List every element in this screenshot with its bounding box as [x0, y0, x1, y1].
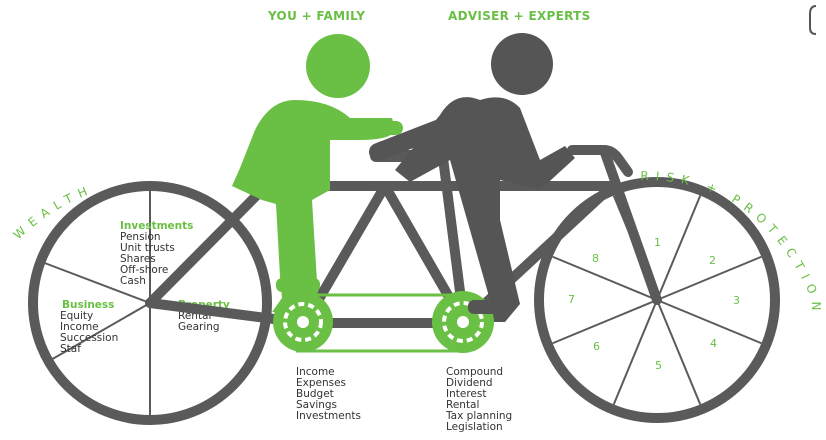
pedal-left	[273, 292, 333, 352]
wheel-spoke	[656, 299, 702, 405]
list-item: Income	[296, 366, 335, 378]
corner-bracket-icon	[809, 5, 817, 35]
wheel-spoke	[656, 195, 702, 301]
protection-segment-6: 6	[593, 340, 600, 353]
wheel-spoke	[552, 299, 658, 345]
header-you-family: YOU + FAMILY	[267, 9, 365, 23]
investments-item: Shares	[120, 253, 156, 265]
left-pedal-list: Income Expenses Budget Savings Investmen…	[296, 366, 361, 422]
protection-segment-2: 2	[709, 254, 716, 267]
business-title: Business	[62, 299, 114, 311]
list-item: Expenses	[296, 377, 346, 389]
investments-title: Investments	[120, 220, 193, 232]
you-family-rider	[232, 34, 403, 312]
investments-item: Cash	[120, 275, 146, 287]
protection-segment-5: 5	[655, 359, 662, 372]
protection-segment-4: 4	[710, 337, 717, 350]
list-item: Investments	[296, 410, 361, 422]
business-item: Staf	[60, 343, 81, 355]
list-item: Budget	[296, 388, 334, 400]
list-item: Dividend	[446, 377, 493, 389]
protection-segment-7: 7	[568, 293, 575, 306]
list-item: Legislation	[446, 421, 503, 433]
wheel-spoke	[656, 255, 762, 301]
right-pedal-list: Compound Dividend Interest Rental Tax pl…	[445, 366, 512, 433]
header-adviser-experts: ADVISER + EXPERTS	[448, 9, 591, 23]
protection-segment-3: 3	[733, 294, 740, 307]
business-item: Succession	[60, 332, 118, 344]
wheel-spoke	[612, 299, 658, 405]
list-item: Tax planning	[445, 410, 512, 422]
list-item: Savings	[296, 399, 337, 411]
chain	[296, 293, 464, 353]
business-item: Equity	[60, 310, 93, 322]
protection-segment-1: 1	[654, 236, 661, 249]
property-item: Gearing	[178, 321, 220, 333]
list-item: Compound	[446, 366, 503, 378]
protection-segment-8: 8	[592, 252, 599, 265]
investments-item: Unit trusts	[120, 242, 175, 254]
wheel-spoke	[656, 299, 762, 345]
feet	[276, 278, 512, 314]
wheel-spoke	[552, 255, 658, 301]
investments-item: Pension	[120, 231, 161, 243]
adviser-rider	[369, 33, 575, 323]
list-item: Interest	[446, 388, 486, 400]
business-item: Income	[60, 321, 99, 333]
investments-item: Off-shore	[120, 264, 168, 276]
business-segment: Business Equity Income Succession Staf	[60, 299, 118, 355]
investments-segment: Investments Pension Unit trusts Shares O…	[120, 220, 193, 287]
list-item: Rental	[446, 399, 479, 411]
